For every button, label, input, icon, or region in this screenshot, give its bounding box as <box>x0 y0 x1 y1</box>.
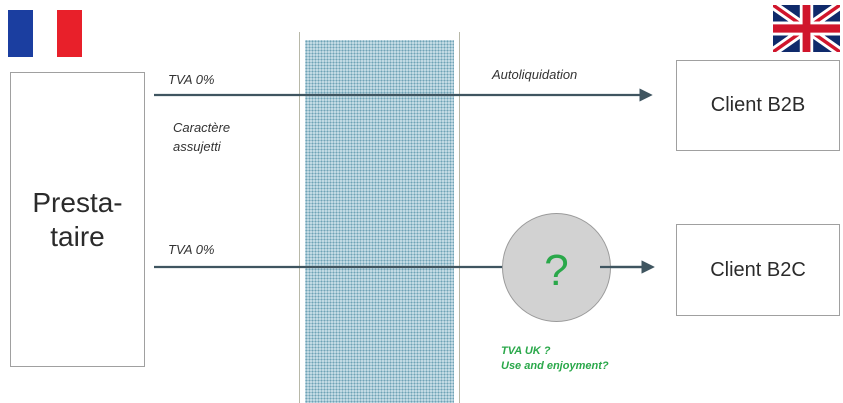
tva-uk-line2: Use and enjoyment? <box>501 360 609 372</box>
client-b2b-label: Client B2B <box>710 94 806 116</box>
caractere-assujetti-line2: assujetti <box>173 139 221 154</box>
flag-france-blue-stripe <box>8 10 33 57</box>
tva-uk-note: TVA UK ? Use and enjoyment? <box>501 344 609 374</box>
border-band-fill <box>305 40 454 403</box>
client-b2c-label: Client B2C <box>710 258 806 281</box>
autoliquidation-label: Autoliquidation <box>492 67 578 82</box>
caractere-assujetti-note: Caractère assujetti <box>173 118 230 156</box>
question-mark-icon: ? <box>544 245 569 295</box>
flag-france-icon <box>8 10 83 57</box>
top-arrow-vat-label: TVA 0% <box>168 72 215 87</box>
tva-uk-line1: TVA UK ? <box>501 345 551 357</box>
flag-france-red-stripe <box>57 10 83 57</box>
prestataire-label-line1: Presta- <box>32 186 123 218</box>
client-b2c-box: Client B2C <box>676 224 840 316</box>
question-circle: ? <box>502 213 611 322</box>
prestataire-box: Presta- taire <box>10 72 145 367</box>
bottom-arrow-vat-label: TVA 0% <box>168 242 215 257</box>
border-band <box>299 32 460 403</box>
prestataire-label-line2: taire <box>50 220 105 252</box>
flag-france-white-stripe <box>32 10 58 57</box>
caractere-assujetti-line1: Caractère <box>173 120 231 135</box>
flag-uk-icon <box>773 5 840 52</box>
client-b2b-box: Client B2B <box>676 60 840 151</box>
